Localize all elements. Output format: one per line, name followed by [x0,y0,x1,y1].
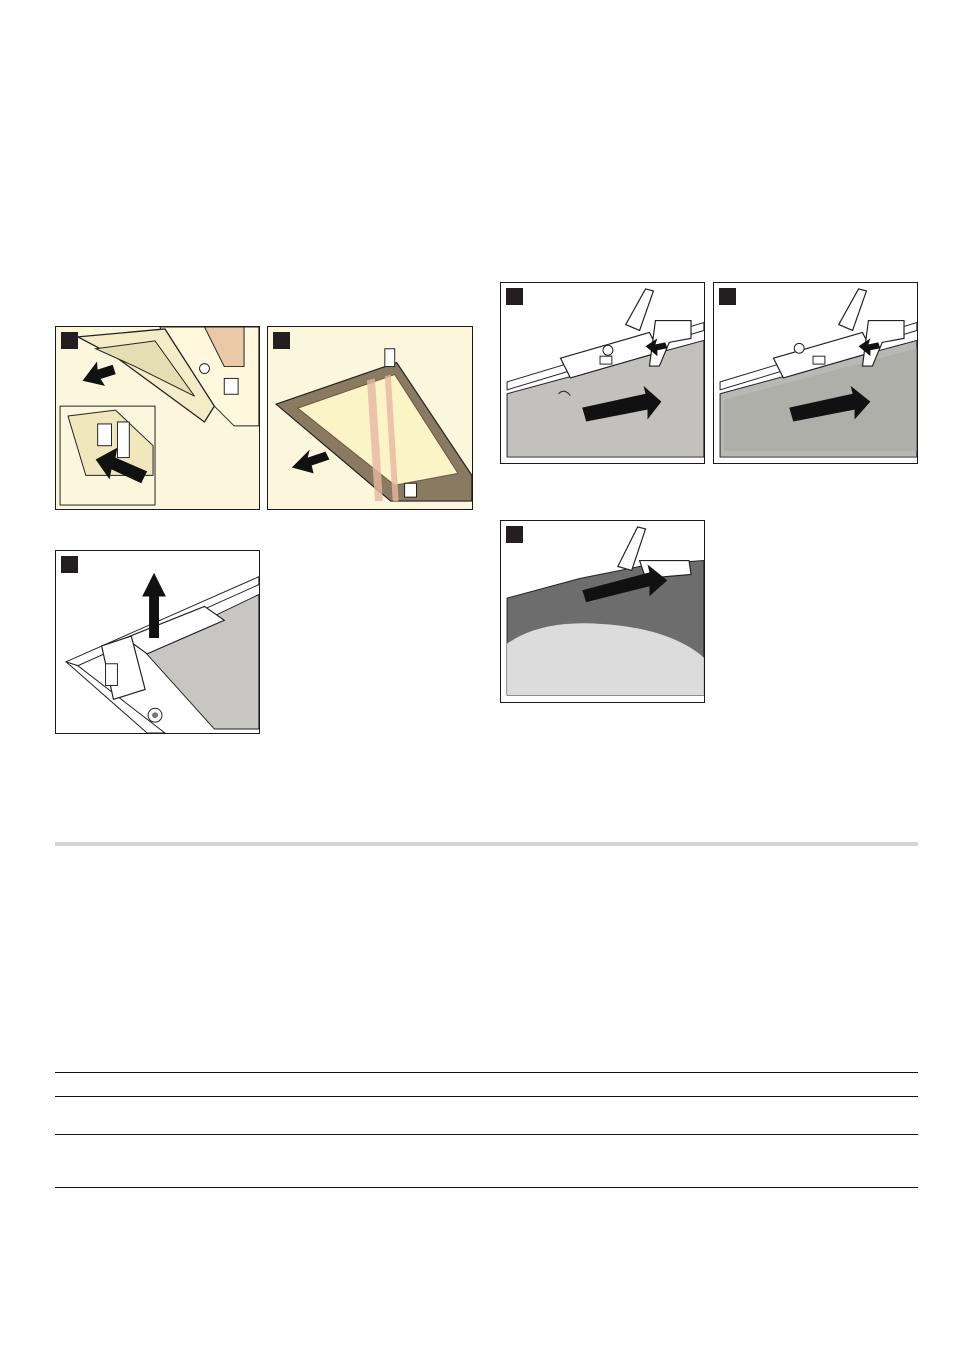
table-rule-row [55,1134,918,1135]
glass-pane-illustration [268,327,472,509]
square-badge-icon [61,556,78,573]
hinge-lever-illustration [56,327,259,509]
square-badge-icon [273,332,290,349]
square-badge-icon [506,288,523,305]
figure-lift-clip [55,550,260,734]
table-rule-bottom [55,1187,918,1188]
lift-clip-illustration [56,551,259,733]
table-rule-header [55,1096,918,1097]
figure-slide-cover [500,520,705,703]
section-separator [55,842,918,846]
table-rule-top [55,1072,918,1073]
insert-pane-a-illustration [501,283,704,463]
figure-glass-pane [267,326,473,510]
square-badge-icon [61,332,78,349]
figure-hinge-lever [55,326,260,510]
figure-insert-pane-a [500,282,705,464]
insert-pane-b-illustration [714,283,917,463]
figure-insert-pane-b [713,282,918,464]
square-badge-icon [506,526,523,543]
square-badge-icon [719,288,736,305]
slide-cover-illustration [501,521,704,702]
